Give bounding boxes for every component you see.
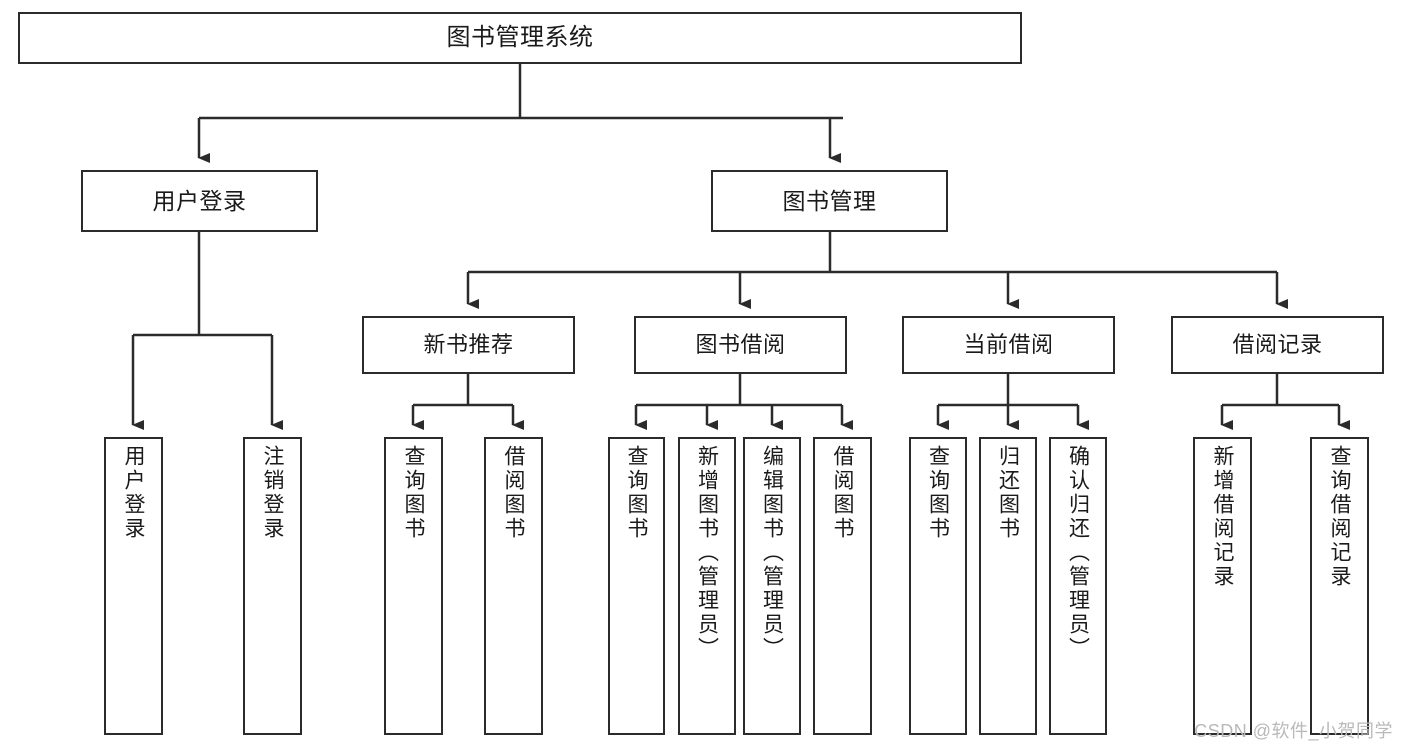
leaf-query-book-borrow[interactable]: 查询图书: [608, 437, 665, 735]
leaf-borrow-book-new[interactable]: 借阅图书: [484, 437, 543, 735]
node-book-management[interactable]: 图书管理: [711, 170, 948, 232]
node-label: 借阅记录: [1232, 332, 1323, 358]
node-borrow-record[interactable]: 借阅记录: [1171, 316, 1384, 374]
node-label: 图书管理: [782, 187, 877, 214]
node-label: 新书推荐: [423, 332, 514, 358]
node-label: 借阅图书: [502, 445, 525, 541]
leaf-confirm-return-admin[interactable]: 确认归还（管理员）: [1049, 437, 1107, 735]
leaf-query-borrow-record[interactable]: 查询借阅记录: [1310, 437, 1369, 735]
node-label: 查询借阅记录: [1328, 445, 1351, 589]
node-label: 查询图书: [625, 445, 648, 541]
node-book-borrow[interactable]: 图书借阅: [634, 316, 847, 374]
leaf-add-borrow-record[interactable]: 新增借阅记录: [1193, 437, 1252, 735]
node-label: 用户登录: [122, 445, 145, 541]
leaf-borrow-book[interactable]: 借阅图书: [813, 437, 872, 735]
node-root-system[interactable]: 图书管理系统: [18, 12, 1022, 64]
leaf-query-book-current[interactable]: 查询图书: [909, 437, 967, 735]
watermark-text: CSDN @软件_小贺同学: [1194, 721, 1393, 741]
node-label: 查询图书: [926, 445, 950, 541]
node-label: 归还图书: [996, 445, 1020, 541]
node-user-login[interactable]: 用户登录: [81, 170, 318, 232]
node-label: 新增图书（管理员）: [695, 445, 719, 661]
node-label: 图书管理系统: [446, 24, 594, 52]
leaf-return-book[interactable]: 归还图书: [979, 437, 1037, 735]
leaf-query-book-new[interactable]: 查询图书: [384, 437, 443, 735]
node-label: 编辑图书（管理员）: [760, 445, 784, 661]
node-label: 当前借阅: [963, 332, 1054, 358]
node-label: 用户登录: [152, 187, 247, 214]
node-label: 新增借阅记录: [1211, 445, 1234, 589]
leaf-edit-book-admin[interactable]: 编辑图书（管理员）: [743, 437, 801, 735]
leaf-user-login[interactable]: 用户登录: [104, 437, 163, 735]
leaf-logout[interactable]: 注销登录: [243, 437, 302, 735]
leaf-add-book-admin[interactable]: 新增图书（管理员）: [678, 437, 736, 735]
node-label: 注销登录: [261, 445, 284, 541]
node-label: 图书借阅: [695, 332, 786, 358]
node-new-book-recommend[interactable]: 新书推荐: [362, 316, 575, 374]
node-label: 确认归还（管理员）: [1066, 445, 1090, 661]
node-label: 查询图书: [402, 445, 425, 541]
node-label: 借阅图书: [831, 445, 854, 541]
node-current-borrow[interactable]: 当前借阅: [902, 316, 1115, 374]
